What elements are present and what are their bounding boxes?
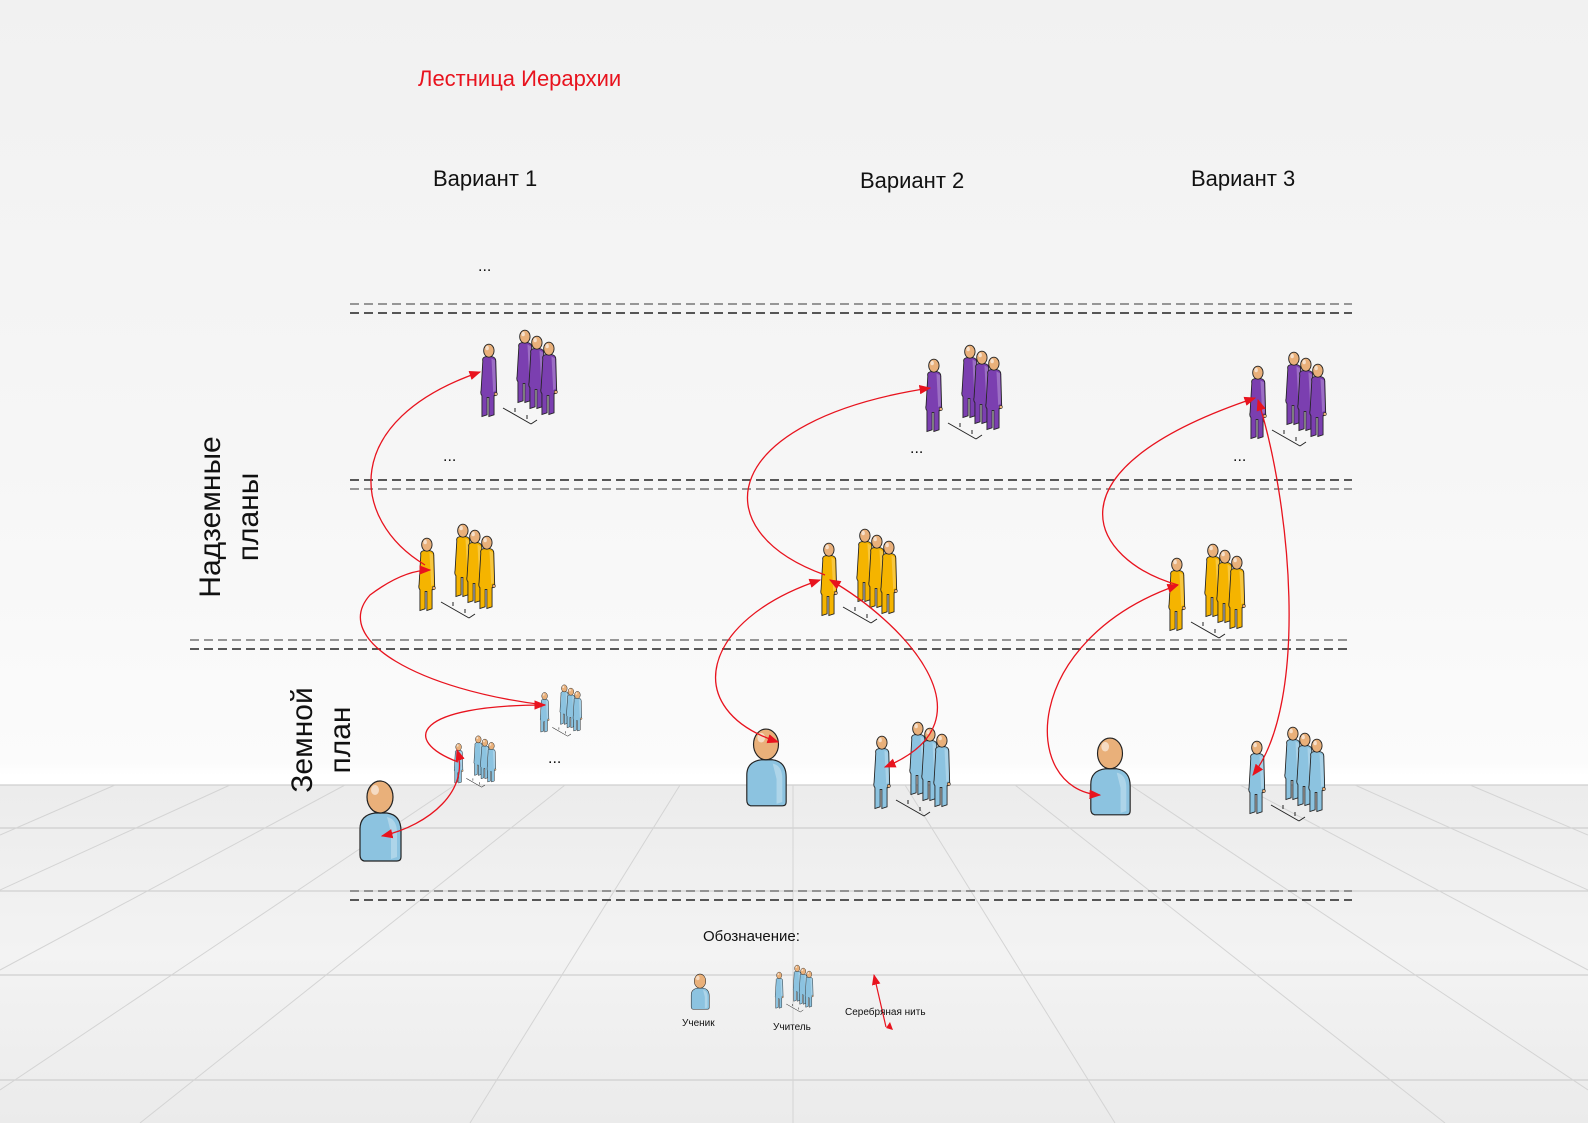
silver-thread [715, 578, 822, 744]
diagram-title: Лестница Иерархии [418, 66, 622, 91]
teacher-group-blue [874, 722, 951, 816]
silver-thread [380, 748, 465, 839]
silver-thread [828, 579, 938, 768]
student-figure [1090, 737, 1131, 816]
legend-teacher-icon [775, 965, 813, 1012]
silver-thread [746, 384, 932, 576]
upper-planes-line2: планы [232, 472, 265, 562]
teacher-group-yellow [1169, 544, 1246, 638]
teacher-group-blue [1249, 727, 1326, 821]
variant-3-label: Вариант 3 [1191, 166, 1296, 191]
ellipsis-v2: ... [910, 440, 924, 457]
earth-plane-line2: план [324, 706, 357, 774]
silver-thread [370, 370, 482, 566]
earth-plane-label: Земной план [284, 680, 360, 800]
variant-1-figures [359, 330, 582, 862]
legend-teacher-label: Учитель [773, 1022, 811, 1033]
teacher-group-blue-far [540, 685, 582, 736]
legend-thread-label: Серебряная нить [845, 1007, 926, 1018]
variant-1-threads [359, 370, 547, 839]
legend-student-label: Ученик [682, 1018, 715, 1029]
legend-thread-icon [871, 973, 887, 1028]
legend-student-icon [690, 973, 710, 1010]
variant-1-label: Вариант 1 [433, 166, 538, 191]
ellipsis-v1: ... [443, 448, 457, 465]
upper-planes-label: Надземные планы [192, 422, 268, 612]
legend-title: Обозначение: [703, 928, 800, 945]
student-figure [746, 728, 787, 807]
variant-2-label: Вариант 2 [860, 168, 965, 193]
teacher-group-purple [1250, 352, 1327, 446]
variant-3-figures [1090, 352, 1327, 821]
silver-thread [359, 565, 546, 706]
earth-plane-line1: Земной [286, 687, 319, 793]
silver-thread [1046, 584, 1180, 799]
silver-thread [425, 700, 547, 763]
teacher-group-yellow [821, 529, 898, 623]
upper-planes-line1: Надземные [194, 436, 227, 598]
silver-thread [1252, 398, 1290, 776]
teacher-group-purple [926, 345, 1003, 439]
student-figure [359, 780, 402, 862]
silver-thread [1102, 396, 1257, 586]
legend-icons [690, 965, 893, 1030]
ellipsis-v3: ... [1233, 448, 1247, 465]
variant-3-threads [1046, 396, 1290, 799]
teacher-group-yellow [419, 524, 496, 618]
teacher-group-purple [481, 330, 558, 424]
teacher-group-blue-near [454, 736, 496, 787]
variant-2-figures [746, 345, 1003, 816]
ellipsis-top: ... [478, 258, 492, 275]
ellipsis-earth: ... [548, 750, 562, 767]
variant-2-threads [715, 384, 938, 768]
